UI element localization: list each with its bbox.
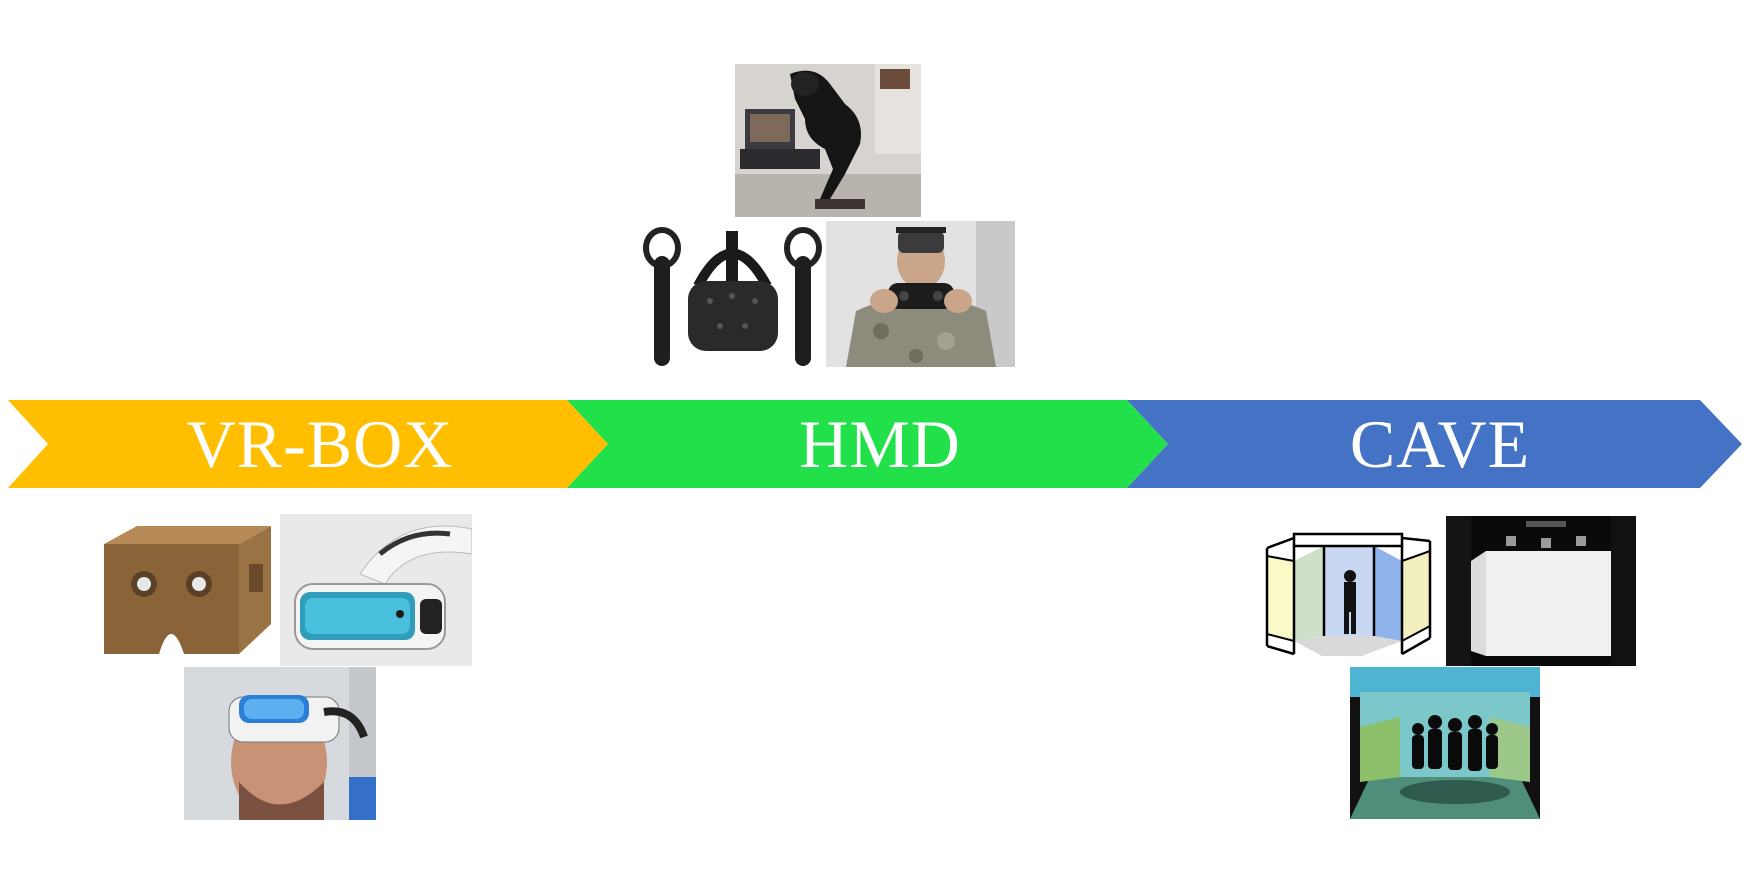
segment-hmd-shape [567, 400, 1168, 488]
empty-cave-room-photo [1446, 516, 1636, 666]
segment-cave-shape [1127, 400, 1742, 488]
person-using-vr-at-desk-photo [735, 64, 921, 217]
user-wearing-gear-vr-photo [184, 667, 376, 820]
cave-frame-diagram [1262, 516, 1437, 666]
cardboard-viewer-photo [89, 514, 279, 666]
segment-label-vrbox: VR-BOX [186, 406, 454, 482]
htc-vive-kit-photo [640, 226, 825, 371]
segment-label-hmd: HMD [799, 406, 961, 482]
segment-vrbox-shape [8, 400, 608, 488]
segment-label-cave: CAVE [1349, 406, 1531, 482]
people-inside-cave-photo [1350, 667, 1540, 819]
soldier-with-hmd-and-gamepad-photo [826, 221, 1015, 367]
gear-vr-headset-photo [280, 514, 472, 666]
